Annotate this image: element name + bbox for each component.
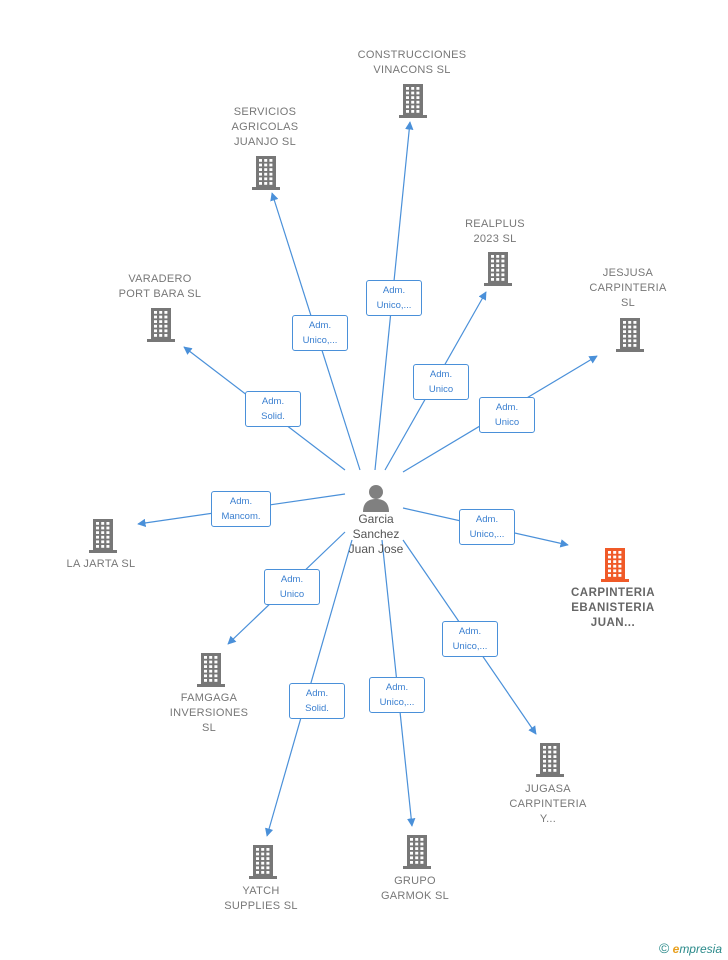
relation-badge-realplus[interactable]: Adm. Unico: [413, 364, 469, 400]
building-icon: [403, 835, 431, 869]
company-label: JESJUSA CARPINTERIA SL: [589, 267, 667, 309]
company-node-jesjusa[interactable]: JESJUSA CARPINTERIA SL: [558, 266, 698, 311]
building-icon: [601, 548, 629, 582]
building-icon: [89, 519, 117, 553]
company-node-grupo[interactable]: GRUPO GARMOK SL: [345, 874, 485, 904]
company-label: REALPLUS 2023 SL: [465, 218, 525, 245]
relation-badge-grupo[interactable]: Adm. Unico,...: [369, 677, 425, 713]
building-icon: [616, 318, 644, 352]
company-label: YATCH SUPPLIES SL: [224, 885, 298, 912]
copyright-icon: ©: [658, 940, 670, 956]
company-label: CONSTRUCCIONES VINACONS SL: [357, 49, 467, 76]
building-icon: [197, 653, 225, 687]
building-icon: [249, 845, 277, 879]
relation-badge-construcciones[interactable]: Adm. Unico,...: [366, 280, 422, 316]
company-node-construcciones[interactable]: CONSTRUCCIONES VINACONS SL: [342, 48, 482, 78]
company-label: CARPINTERIA EBANISTERIA JUAN...: [570, 587, 656, 629]
company-icon-jesjusa[interactable]: [615, 318, 645, 352]
person-icon: [363, 485, 389, 512]
company-label: JUGASA CARPINTERIA Y...: [509, 783, 587, 825]
relation-badge-yatch[interactable]: Adm. Solid.: [289, 683, 345, 719]
company-icon-famgaga[interactable]: [196, 653, 226, 687]
relation-badge-jugasa[interactable]: Adm. Unico,...: [442, 621, 498, 657]
company-label: SERVICIOS AGRICOLAS JUANJO SL: [231, 106, 299, 148]
company-icon-realplus[interactable]: [483, 252, 513, 286]
building-icon: [399, 84, 427, 118]
company-label: VARADERO PORT BARA SL: [118, 273, 202, 300]
company-icon-construcciones[interactable]: [398, 84, 428, 118]
company-icon-grupo[interactable]: [402, 835, 432, 869]
brand-first-letter: e: [672, 942, 680, 956]
relation-badge-varadero[interactable]: Adm. Solid.: [245, 391, 301, 427]
company-icon-carpinteria[interactable]: [600, 548, 630, 582]
company-node-famgaga[interactable]: FAMGAGA INVERSIONES SL: [139, 691, 279, 736]
relation-badge-famgaga[interactable]: Adm. Unico: [264, 569, 320, 605]
company-icon-jugasa[interactable]: [535, 743, 565, 777]
brand-logo: © empresia: [659, 940, 722, 956]
company-node-varadero[interactable]: VARADERO PORT BARA SL: [90, 272, 230, 302]
company-node-yatch[interactable]: YATCH SUPPLIES SL: [191, 884, 331, 914]
building-icon: [147, 308, 175, 342]
company-icon-servicios[interactable]: [251, 156, 281, 190]
building-icon: [484, 252, 512, 286]
center-person[interactable]: Garcia Sanchez Juan Jose: [331, 482, 421, 557]
building-icon: [536, 743, 564, 777]
company-node-carpinteria[interactable]: CARPINTERIA EBANISTERIA JUAN...: [543, 586, 683, 631]
company-node-jugasa[interactable]: JUGASA CARPINTERIA Y...: [478, 782, 618, 827]
relation-badge-carpinteria[interactable]: Adm. Unico,...: [459, 509, 515, 545]
relation-badge-servicios[interactable]: Adm. Unico,...: [292, 315, 348, 351]
company-node-servicios[interactable]: SERVICIOS AGRICOLAS JUANJO SL: [195, 105, 335, 150]
company-icon-varadero[interactable]: [146, 308, 176, 342]
company-icon-lajarta[interactable]: [88, 519, 118, 553]
building-icon: [252, 156, 280, 190]
company-icon-yatch[interactable]: [248, 845, 278, 879]
brand-name: mpresia: [679, 942, 722, 956]
company-label: LA JARTA SL: [66, 558, 136, 570]
relation-badge-jesjusa[interactable]: Adm. Unico: [479, 397, 535, 433]
relation-badge-lajarta[interactable]: Adm. Mancom.: [211, 491, 271, 527]
company-node-lajarta[interactable]: LA JARTA SL: [31, 557, 171, 572]
company-node-realplus[interactable]: REALPLUS 2023 SL: [425, 217, 565, 247]
company-label: GRUPO GARMOK SL: [380, 875, 450, 902]
company-label: FAMGAGA INVERSIONES SL: [169, 692, 249, 734]
person-name: Garcia Sanchez Juan Jose: [348, 512, 404, 556]
